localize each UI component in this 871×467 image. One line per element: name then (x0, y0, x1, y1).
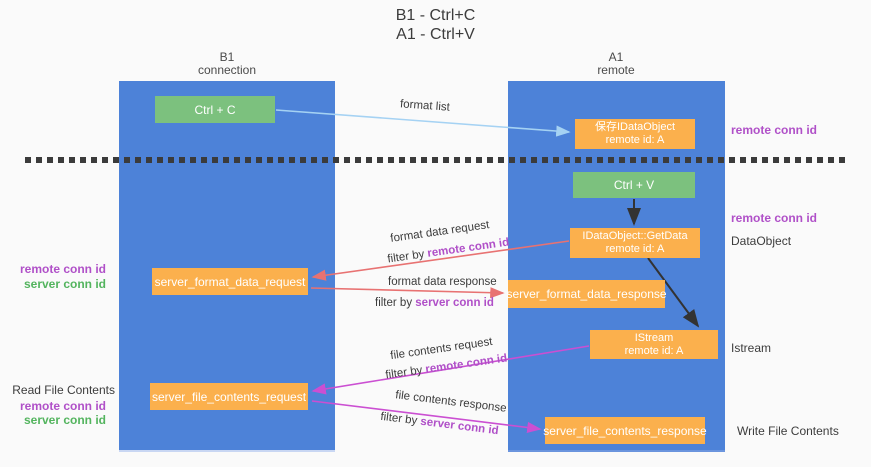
remote-conn-id-left-top: remote conn id (19, 262, 106, 276)
read-file-contents-label: Read File Contents (12, 383, 115, 397)
right-column-role: remote (597, 63, 635, 77)
format-data-response-label: format data response (388, 276, 497, 288)
istream-side-label: Istream (731, 341, 772, 355)
save-idataobject-node: 保存IDataObject remote id: A (575, 119, 695, 149)
remote-conn-id-text: remote conn id (424, 352, 508, 376)
server-file-contents-request-node: server_file_contents_request (150, 383, 308, 410)
remote-conn-id-right-top: remote conn id (731, 123, 818, 137)
ctrl-c-node: Ctrl + C (155, 96, 275, 123)
getdata-line2: remote id: A (605, 243, 665, 255)
diagram-title: B1 - Ctrl+C A1 - Ctrl+V (0, 6, 871, 44)
remote-conn-id-left-bottom: remote conn id (19, 399, 106, 413)
getdata-line1: IDataObject::GetData (582, 230, 688, 242)
right-column-name: A1 (608, 50, 624, 64)
format-list-label: format list (399, 98, 451, 114)
left-column-header: B1 connection (169, 51, 285, 77)
server-file-contents-response-node: server_file_contents_response (543, 417, 707, 444)
file-contents-response-label: file contents response (394, 389, 508, 415)
copy-paste-separator-dashed-line (25, 157, 845, 163)
filter-by-server-conn-id-label-2: filter by server conn id (380, 411, 499, 437)
filter-by-text: filter by (384, 364, 424, 382)
save-idataobject-line1: 保存IDataObject (594, 121, 676, 133)
istream-line2: remote id: A (624, 344, 684, 357)
filter-by-text: filter by (379, 410, 418, 428)
filter-by-text: filter by (386, 248, 426, 266)
format-data-response-arrow (310, 287, 505, 299)
write-file-contents-label: Write File Contents (737, 424, 839, 438)
remote-conn-id-right-mid: remote conn id (731, 211, 818, 225)
filter-by-text: filter by (375, 297, 413, 309)
server-format-data-request-node: server_format_data_request (152, 268, 308, 295)
left-column-name: B1 (219, 50, 235, 64)
right-column-header: A1 remote (558, 51, 674, 77)
title-line-1: B1 - Ctrl+C (395, 7, 476, 24)
server-format-data-response-node: server_format_data_response (506, 280, 667, 308)
left-column-role: connection (197, 63, 257, 77)
server-conn-id-text: server conn id (419, 415, 500, 438)
ctrl-v-node: Ctrl + V (573, 172, 695, 198)
save-idataobject-line2: remote id: A (605, 134, 665, 146)
dataobject-label: DataObject (731, 234, 792, 248)
server-conn-id-text: server conn id (415, 297, 494, 309)
server-conn-id-left-top: server conn id (23, 277, 106, 291)
server-conn-id-left-bottom: server conn id (23, 413, 106, 427)
remote-conn-id-text: remote conn id (426, 236, 510, 260)
idataobject-getdata-node: IDataObject::GetData remote id: A (570, 228, 700, 258)
filter-by-server-conn-id-label-1: filter by server conn id (375, 297, 494, 309)
title-line-2: A1 - Ctrl+V (396, 26, 475, 43)
istream-node: IStream remote id: A (590, 330, 718, 359)
istream-line1: IStream (634, 331, 674, 344)
